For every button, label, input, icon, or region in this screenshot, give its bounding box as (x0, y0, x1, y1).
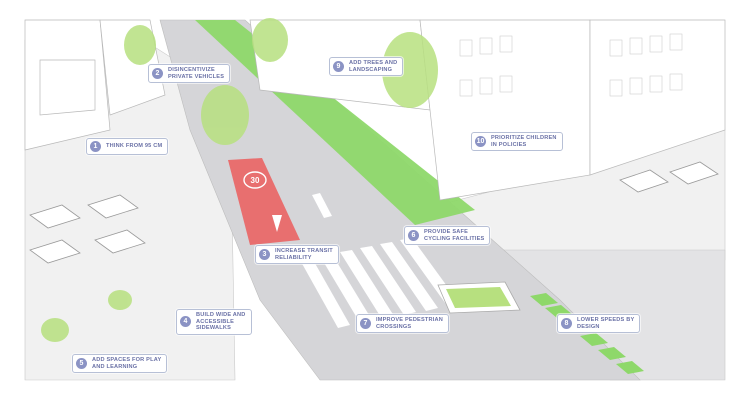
callout-2: 2 DISINCENTIVIZE PRIVATE VEHICLES (148, 64, 231, 84)
callout-label: PRIORITIZE CHILDREN IN POLICIES (491, 135, 557, 148)
callout-number: 5 (76, 358, 87, 370)
callout-10: 10 PRIORITIZE CHILDREN IN POLICIES (471, 132, 563, 152)
bus-lane-marking: 30 (243, 171, 282, 232)
callout-6: 6 PROVIDE SAFE CYCLING FACILITIES (404, 226, 491, 246)
callout-4: 4 BUILD WIDE AND ACCESSIBLE SIDEWALKS (176, 309, 252, 335)
right-buildings (249, 19, 726, 201)
callout-number: 2 (152, 68, 163, 80)
speed-limit-marking: 30 (251, 176, 260, 185)
bus-lane (228, 158, 300, 245)
callout-label: ADD TREES AND LANDSCAPING (349, 60, 398, 73)
callout-number: 8 (561, 318, 572, 330)
callout-label: THINK FROM 95 CM (106, 143, 163, 150)
callout-number: 10 (475, 136, 486, 148)
callout-number: 7 (360, 318, 371, 330)
callout-label: DISINCENTIVIZE PRIVATE VEHICLES (168, 67, 225, 80)
callout-label: PROVIDE SAFE CYCLING FACILITIES (424, 229, 485, 242)
callout-label: ADD SPACES FOR PLAY AND LEARNING (92, 357, 162, 370)
callout-label: INCREASE TRANSIT RELIABILITY (275, 248, 333, 261)
median-plants (446, 287, 511, 308)
callout-1: 1 THINK FROM 95 CM (86, 138, 169, 155)
callout-number: 3 (259, 249, 270, 261)
callout-9: 9 ADD TREES AND LANDSCAPING (329, 57, 404, 77)
cafe-umbrellas (619, 161, 719, 193)
callout-7: 7 IMPROVE PEDESTRIAN CROSSINGS (356, 314, 450, 334)
callout-number: 4 (180, 316, 191, 328)
street-trees (41, 18, 438, 342)
callout-label: BUILD WIDE AND ACCESSIBLE SIDEWALKS (196, 312, 246, 332)
callout-3: 3 INCREASE TRANSIT RELIABILITY (255, 245, 339, 265)
callout-label: LOWER SPEEDS BY DESIGN (577, 317, 635, 330)
callout-number: 1 (90, 141, 101, 152)
building-windows (459, 33, 683, 97)
plaza-umbrellas (29, 194, 146, 264)
lane-arrow (312, 193, 332, 218)
callout-5: 5 ADD SPACES FOR PLAY AND LEARNING (72, 354, 168, 374)
callout-number: 6 (408, 230, 419, 242)
callout-label: IMPROVE PEDESTRIAN CROSSINGS (376, 317, 444, 330)
callout-8: 8 LOWER SPEEDS BY DESIGN (557, 314, 641, 334)
callout-number: 9 (333, 61, 344, 73)
